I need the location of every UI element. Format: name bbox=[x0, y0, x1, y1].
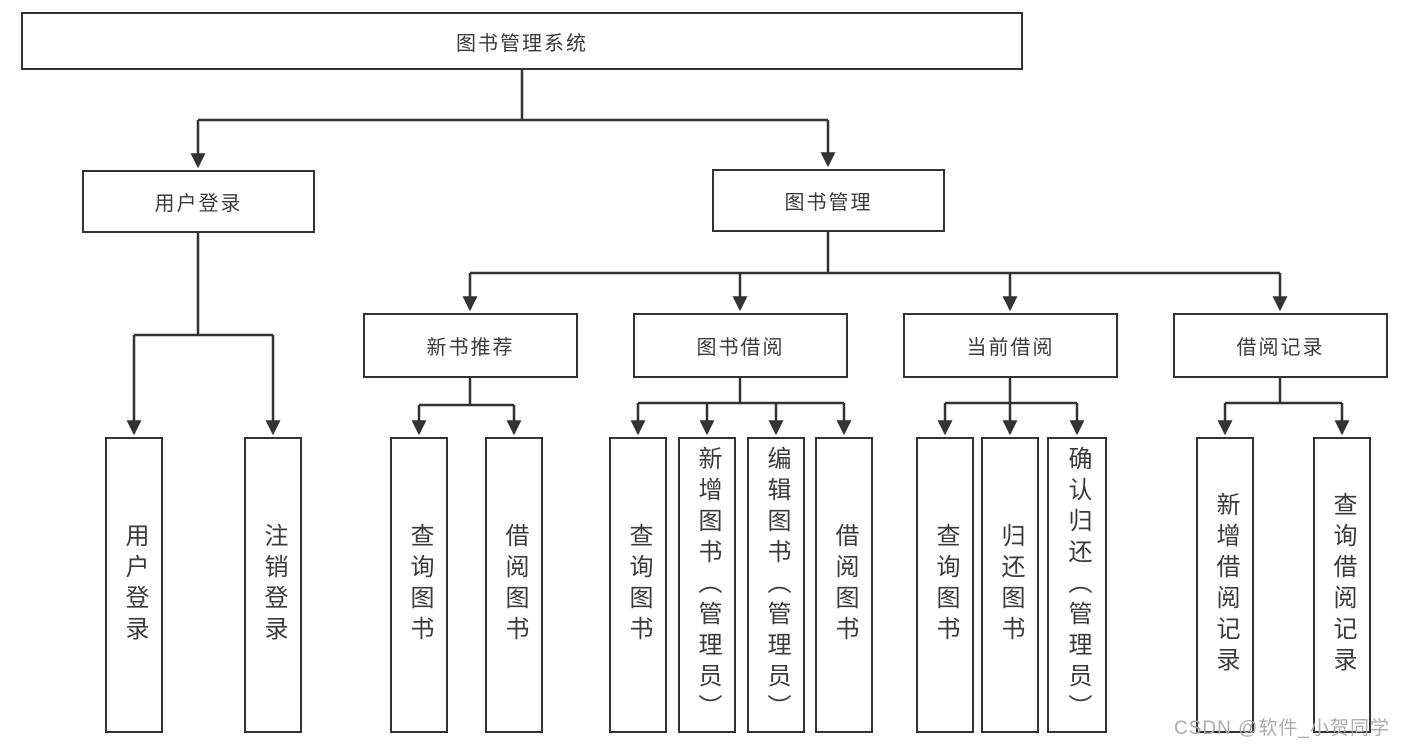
leaf-return-book: 归还图书 bbox=[981, 437, 1039, 733]
node-new-book-recommend: 新书推荐 bbox=[363, 313, 578, 378]
leaf-query-book-2: 查询图书 bbox=[609, 437, 667, 733]
leaf-query-book-1: 查询图书 bbox=[390, 437, 448, 733]
leaf-borrow-book-1: 借阅图书 bbox=[485, 437, 543, 733]
leaf-borrow-book-2: 借阅图书 bbox=[815, 437, 873, 733]
leaf-confirm-return-admin: 确认归还（管理员） bbox=[1047, 437, 1107, 733]
leaf-edit-book-admin: 编辑图书（管理员） bbox=[747, 437, 805, 733]
leaf-logout: 注销登录 bbox=[244, 437, 302, 733]
csdn-watermark: CSDN @软件_小贺同学 bbox=[1174, 718, 1390, 739]
leaf-query-borrow-record: 查询借阅记录 bbox=[1313, 437, 1371, 733]
leaf-query-book-3: 查询图书 bbox=[916, 437, 974, 733]
node-book-management: 图书管理 bbox=[712, 169, 945, 232]
node-root: 图书管理系统 bbox=[21, 12, 1023, 70]
leaf-user-login: 用户登录 bbox=[105, 437, 163, 733]
leaf-add-borrow-record: 新增借阅记录 bbox=[1196, 437, 1254, 733]
node-borrow-record: 借阅记录 bbox=[1173, 313, 1388, 378]
leaf-add-book-admin: 新增图书（管理员） bbox=[678, 437, 736, 733]
node-current-borrow: 当前借阅 bbox=[903, 313, 1118, 378]
node-user-login: 用户登录 bbox=[82, 170, 315, 233]
node-book-borrow: 图书借阅 bbox=[633, 313, 848, 378]
